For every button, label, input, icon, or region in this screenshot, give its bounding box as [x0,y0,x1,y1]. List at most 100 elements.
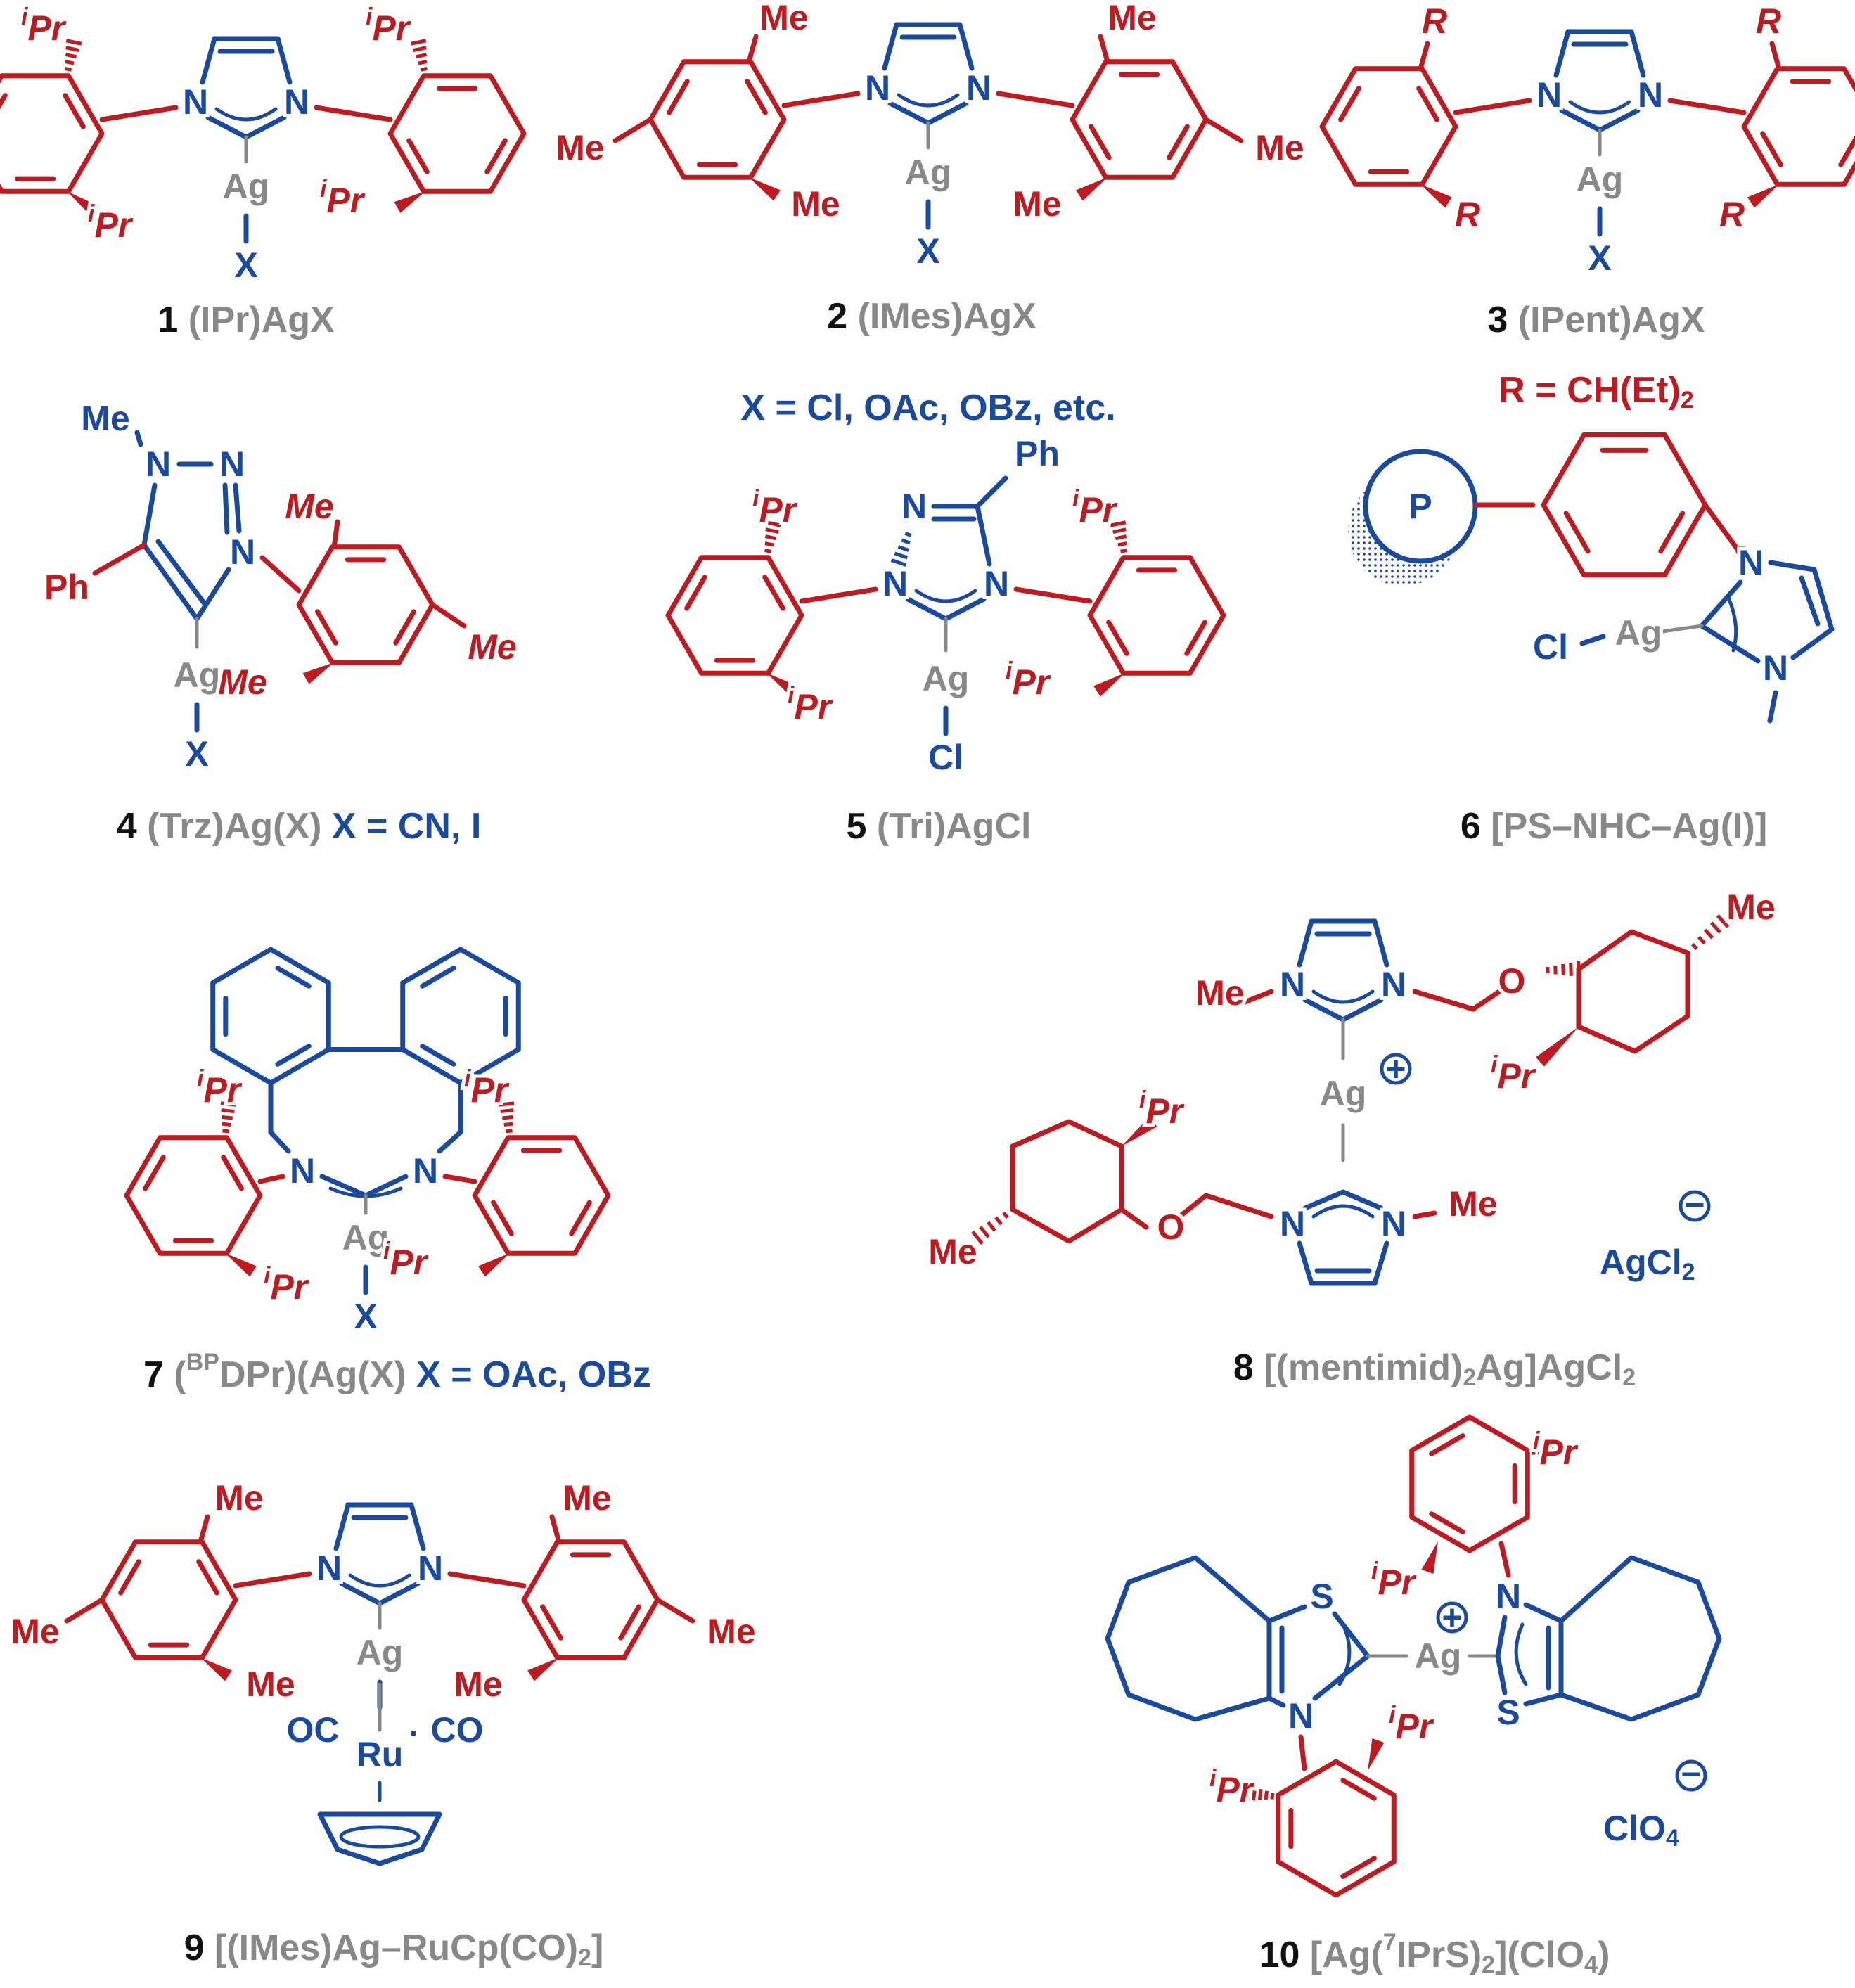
double-bond [196,1559,219,1596]
hash [764,549,772,553]
bond [746,34,759,65]
aryl-ring [0,73,105,194]
compound-number: 5 [847,806,877,847]
bond [141,482,158,548]
ipr-label: iPr [197,1065,243,1110]
silver-atom: Ag [174,655,221,695]
compound-name: DPr)(Ag(X) [219,1354,416,1395]
wedge-bond [749,177,781,201]
ipr-pr: Pr [759,490,797,530]
silver-atom: Ag [342,1218,390,1257]
delocalized-arc [1337,1622,1352,1686]
atom-label: Me [791,184,840,224]
compound-name-sup: 7 [1383,1929,1397,1956]
atom-label: N [1536,75,1562,115]
bond [233,1571,312,1589]
bond [99,105,179,122]
ipr-label: iPr [1533,1428,1579,1472]
x-ligand: Cl [928,738,963,777]
atom-label: Me [563,1478,611,1518]
atom-label: Me [468,627,516,667]
label-compound-9: 9 [(IMes)Ag–RuCp(CO)2] [184,1928,604,1971]
hashed-bond [971,1211,1009,1245]
atom-label: R [1455,195,1480,234]
compound-name-sub: 2 [578,1944,591,1971]
negative-charge [1679,1190,1711,1222]
compound-number: 3 [1487,300,1517,340]
delocalized-arc [1726,596,1738,653]
hash [1691,942,1698,951]
cycloheptane-ring [1558,1555,1722,1722]
bond [64,1597,105,1624]
label-compound-5: 5 (Tri)AgCl [847,806,1032,847]
hash [1257,1788,1263,1801]
ipr-label: iPr [264,1262,309,1307]
delocalized-arc [1311,989,1375,1004]
hash [1543,1444,1548,1456]
hash [498,1101,515,1107]
bond [1412,989,1476,1012]
bond [1372,918,1389,968]
bond [1523,1692,1564,1707]
hash [420,67,428,72]
bond [339,1581,383,1606]
double-bond [1338,86,1361,122]
bond [1767,690,1778,724]
compound-name: ](ClO [1495,1935,1584,1975]
double-bond [684,575,707,611]
compound-name: [Ag( [1310,1935,1384,1975]
silver-atom: Ag [223,167,270,206]
wedge-bond [225,1253,257,1277]
double-bond [222,482,230,535]
compound-name: IPrS) [1397,1935,1482,1975]
compound-name: [(mentimid) [1264,1347,1463,1388]
plus-sign: + [1385,1049,1406,1089]
ipr-label: iPr [1139,1086,1185,1131]
aryl-ring [400,947,521,1086]
bond [1629,29,1646,78]
ipr-label: iPr [366,4,411,48]
cyclohexane-ring [1576,929,1690,1054]
ipr-label: iPr [464,1065,510,1110]
atom-label: Me [928,1232,977,1271]
bond [1699,579,1743,629]
atom-label: N [1288,1696,1314,1736]
hash [1697,935,1707,945]
bond [925,101,969,126]
ipr-pr: Pr [1378,1563,1416,1602]
bond [243,115,287,140]
double-bond [275,1044,312,1067]
bond [314,105,393,122]
plus-sign: + [1442,1598,1462,1637]
double-bond [1089,124,1112,160]
ipr-label: iPr [1389,1702,1434,1746]
bond [259,555,302,594]
atom-label: N [882,564,908,603]
silver-atom: Ag [1320,1074,1367,1113]
atom-label: Me [11,1612,59,1651]
double-bond [1838,135,1855,167]
bond [1266,1604,1307,1624]
compound-name-sub: 4 [1584,1951,1598,1978]
atom-label: Ph [44,567,89,607]
ipr-pr: Pr [1145,1091,1184,1131]
atom-label: O [1498,961,1526,1001]
cycloheptane-ring [1105,1555,1272,1722]
cp-aromatic-ring [339,1825,421,1849]
x-ligand: X [1588,238,1611,278]
bond [363,1174,409,1198]
bond [1769,41,1782,72]
atom-label: N [183,82,208,122]
ipr-pr: Pr [326,181,365,220]
hash [765,520,782,527]
atom-label: N [316,1548,342,1588]
silver-atom: Ag [905,153,952,192]
label-compound-2: 2 (IMes)AgX [827,296,1036,337]
atom-label: Me [759,0,808,37]
wedge-bond [478,1253,510,1277]
hash [904,532,912,537]
bond [1412,1210,1437,1219]
ipr-label: iPr [788,682,833,726]
bond [233,482,242,534]
bond-dot [411,1731,416,1736]
